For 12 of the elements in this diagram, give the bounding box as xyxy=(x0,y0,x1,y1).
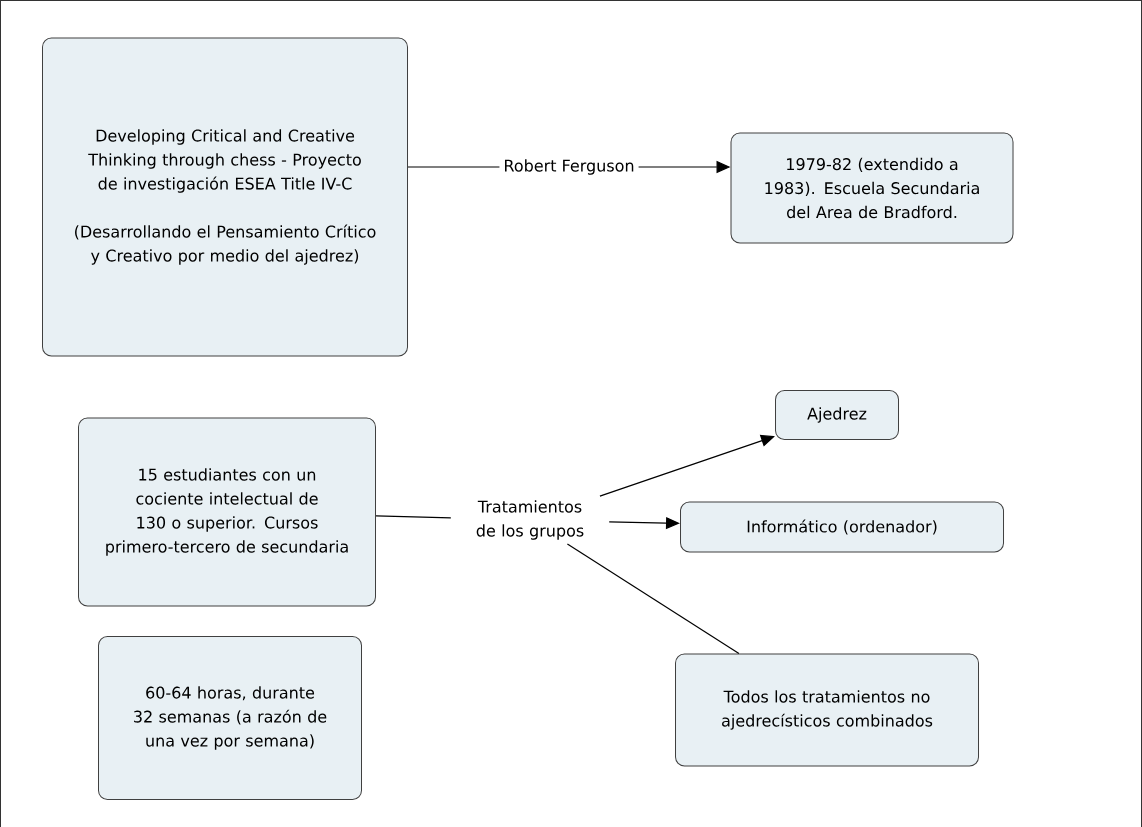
concept-box: Informático (ordenador) xyxy=(680,501,1004,553)
linking-phrase: Tratamientos de los grupos xyxy=(476,500,584,540)
concept-box: 60-64 horas, durante 32 semanas (a razón de una vez por semana) xyxy=(98,636,362,800)
concept-box: Developing Critical and Creative Thinking through chess - Proyecto de investigación ESEA Title IV-C (Desarrollando el Pensamiento Crítico y Creativo por medio del ajedrez) xyxy=(42,37,408,357)
concept-box: Todos los tratamientos no ajedrecísticos combinados xyxy=(675,653,979,767)
concept-box: Ajedrez xyxy=(775,390,899,440)
concept-box: 15 estudiantes con un cociente intelectual de 130 o superior. Cursos primero-tercero de secundaria xyxy=(78,417,376,607)
connector xyxy=(375,515,452,519)
connector xyxy=(599,434,775,497)
connector xyxy=(566,543,740,655)
edge-label: Robert Ferguson xyxy=(499,155,639,179)
concept-box: 1979-82 (extendido a 1983). Escuela Secundaria del Area de Bradford. xyxy=(730,132,1014,244)
